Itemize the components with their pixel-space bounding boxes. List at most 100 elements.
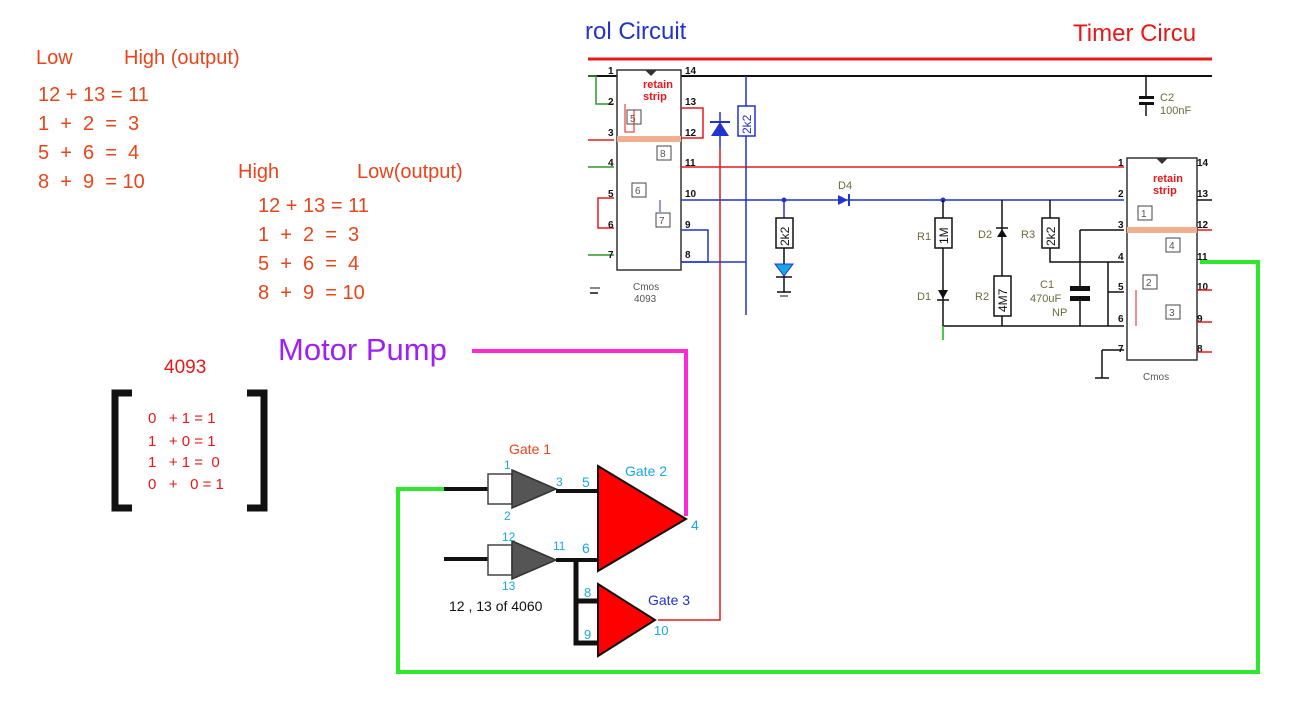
diode-d2-triangle: [997, 229, 1007, 237]
junction-dot: [781, 197, 787, 203]
pin-label: 4: [1118, 252, 1124, 263]
table-row: 8 + 9 = 10: [258, 282, 365, 304]
c2-plate-bottom: [1139, 102, 1154, 105]
pin-label: 1: [1118, 158, 1124, 169]
chip-left-pin12-13-wire: [681, 107, 704, 139]
gate2-pin-b: 6: [582, 540, 590, 556]
resistor-value: 4M7: [996, 288, 1010, 312]
table-row: 12 + 13 = 11: [38, 84, 149, 106]
pin-label: 11: [685, 158, 696, 169]
gate1-pin-b: 2: [504, 509, 511, 523]
c2-plate-top: [1139, 96, 1154, 99]
diode-d2: D2: [978, 227, 1008, 241]
chip-left-gate-box: [655, 212, 671, 228]
resistor-name: R2: [975, 291, 989, 303]
resistor-r3: 2k2 R3: [1021, 217, 1060, 249]
gate1-body: [511, 468, 558, 510]
right-bracket: [247, 389, 268, 512]
pin-label: 3: [1118, 220, 1124, 231]
chip-right-gate-box: [1142, 274, 1158, 290]
pin-label: 3: [608, 128, 614, 139]
diode-d2-label: D2: [978, 229, 992, 241]
resistor-name: R3: [1021, 229, 1035, 241]
gate4060-pin-a: 12: [502, 530, 516, 544]
chip-right-retain: retain: [1153, 173, 1183, 185]
chip-left-notch: [645, 70, 657, 76]
diode-d4: D4: [838, 180, 852, 206]
resistor-value: 1M: [937, 227, 951, 244]
capacitor-value: 470uF: [1030, 293, 1061, 305]
diode-d1: D1: [917, 290, 949, 303]
pin-label: 5: [1118, 282, 1124, 293]
gate4060-to-gate3-wire: [573, 560, 598, 646]
chip-left-pin5-6-wire: [597, 197, 614, 229]
table-row: 5 + 6 = 4: [38, 142, 139, 164]
pin-label: 4: [608, 158, 614, 169]
chip-left-gate-num: 7: [659, 216, 665, 227]
chip-right-gate-num: 4: [1169, 241, 1175, 252]
truth-table-low-high: Low High (output) 12 + 13 = 11 1 + 2 = 3…: [36, 47, 240, 193]
chip-left-inner-wire: [624, 104, 635, 133]
chip-left-retain-strip: [617, 136, 681, 142]
pin-label: 6: [1118, 314, 1124, 325]
chip-right-gate-box: [1137, 205, 1153, 221]
timer-circuit-title: Timer Circu: [1073, 20, 1196, 47]
gate4060-pin-out: 11: [553, 539, 566, 553]
led-icon: [774, 263, 794, 277]
capacitor-name: C2: [1160, 92, 1174, 104]
gate4060-body: [511, 539, 558, 581]
chip-right-gate-num: 2: [1146, 278, 1152, 289]
motor-pump-label: Motor Pump: [278, 332, 447, 367]
gate2-pin-a: 5: [582, 474, 590, 490]
gate-1: Gate 1 1 2 3: [444, 441, 598, 523]
pin-label: 9: [685, 220, 691, 231]
chip-right-strip: strip: [1153, 185, 1177, 197]
pin-label: 7: [608, 250, 614, 261]
chip-left-label1: Cmos: [633, 282, 659, 293]
pin-label: 14: [685, 66, 697, 77]
chip-left-retain: retain: [643, 79, 673, 91]
resistor-body: [737, 105, 756, 137]
gate3-pin-out: 10: [654, 623, 668, 638]
chip-right-body: [1126, 157, 1198, 361]
chip-left-gate-box: [656, 145, 672, 161]
diode-control: [710, 112, 730, 148]
chip-right-notch: [1156, 158, 1168, 164]
c1-plate-bottom: [1070, 296, 1090, 301]
motor-pump-wire: [472, 349, 688, 516]
heading-low: Low: [36, 47, 73, 69]
pin-label: 5: [608, 189, 614, 200]
pin-label: 12: [1197, 220, 1209, 231]
feedback-green-wire: [396, 260, 1260, 674]
gate-4060: 12 13 11 12 , 13 of 4060: [444, 530, 598, 646]
capacitor-name: C1: [1040, 279, 1054, 291]
resistor-value: 2k2: [740, 114, 754, 134]
chip-left-strip: strip: [643, 91, 667, 103]
pin-label: 13: [685, 97, 697, 108]
resistor-2k2-top: 2k2: [737, 105, 756, 137]
pin-label: 6: [608, 220, 614, 231]
chip-right-gate-num: 3: [1169, 308, 1175, 319]
gate2-body: [597, 464, 688, 573]
chip-right-label1: Cmos: [1143, 372, 1169, 383]
pin-label: 1: [608, 66, 614, 77]
capacitor-c2: C2 100nF: [1139, 76, 1191, 117]
chip-left-green-wire: [588, 75, 614, 105]
chip-right-4093: retain strip 1 4 2 3 1 2 3 4 5 6 7 14 13…: [1095, 157, 1212, 383]
chip-right-gate-num: 1: [1141, 209, 1147, 220]
gate1-pin-out: 3: [556, 475, 563, 489]
pin-label: 10: [685, 189, 697, 200]
pin-label: 8: [685, 250, 691, 261]
gate2-label: Gate 2: [625, 463, 667, 479]
pin-label: 12: [685, 128, 697, 139]
matrix-row: 1 + 1 = 0: [148, 454, 220, 471]
resistor-2k2-led: 2k2: [774, 197, 794, 297]
table-row: 8 + 9 = 10: [38, 171, 145, 193]
pin-label: 10: [1197, 282, 1209, 293]
resistor-r1: 1M R1: [917, 217, 953, 249]
heading-high-output: High (output): [124, 47, 240, 69]
gate1-label: Gate 1: [509, 441, 551, 457]
resistor-value: 2k2: [778, 226, 792, 246]
diode-d1-label: D1: [917, 291, 931, 303]
